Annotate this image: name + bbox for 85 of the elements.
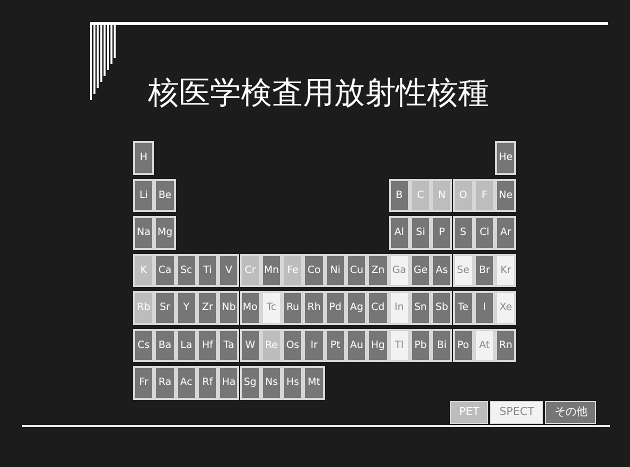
element-cell: Zr — [196, 291, 218, 324]
element-cell: Ne — [495, 178, 516, 212]
element-cell: W — [240, 328, 261, 362]
element-cell: S — [452, 216, 474, 250]
element-cell: Br — [474, 254, 496, 287]
element-cell: Cu — [346, 254, 368, 287]
element-cell: Na — [133, 216, 154, 250]
element-cell: Mo — [240, 291, 261, 324]
element-cell: Se — [452, 254, 474, 287]
element-cell: Sc — [176, 254, 197, 287]
element-cell: Fr — [133, 366, 154, 400]
element-cell: Fe — [282, 254, 304, 287]
element-cell: Hf — [196, 328, 218, 362]
element-cell: H — [133, 141, 154, 174]
element-cell: Bi — [431, 328, 452, 362]
element-cell: Al — [388, 216, 410, 250]
element-cell: Cs — [133, 328, 154, 362]
element-cell: Po — [452, 328, 474, 362]
element-cell: Ac — [176, 366, 197, 400]
element-cell: Co — [303, 254, 325, 287]
legend-swatch: SPECT — [490, 401, 544, 424]
element-cell: Sg — [240, 366, 261, 400]
element-cell: Cr — [240, 254, 261, 287]
element-cell: Cl — [474, 216, 496, 250]
element-cell: Ru — [282, 291, 304, 324]
element-cell: Li — [133, 178, 154, 212]
element-cell: Te — [452, 291, 474, 324]
element-cell: As — [431, 254, 452, 287]
element-cell: Kr — [495, 254, 516, 287]
element-cell: Si — [410, 216, 432, 250]
title: 核医学検査用放射性核種 — [148, 74, 489, 113]
element-cell: C — [410, 178, 432, 212]
element-cell: Hg — [367, 328, 389, 362]
element-cell: Os — [282, 328, 304, 362]
element-cell: Ag — [346, 291, 368, 324]
element-cell: Pb — [410, 328, 432, 362]
element-cell: Rh — [303, 291, 325, 324]
legend-swatch: PET — [450, 401, 488, 424]
element-cell: Mg — [154, 216, 176, 250]
element-cell: Be — [154, 178, 176, 212]
element-cell: Ir — [303, 328, 325, 362]
element-cell: Re — [260, 328, 282, 362]
element-cell: F — [474, 178, 496, 212]
element-cell: Ca — [154, 254, 176, 287]
element-cell: Rf — [196, 366, 218, 400]
element-cell: He — [495, 141, 516, 174]
element-cell: Tc — [260, 291, 282, 324]
element-cell: Rb — [133, 291, 154, 324]
element-cell: Ga — [388, 254, 410, 287]
element-cell: N — [431, 178, 452, 212]
element-cell: Ge — [410, 254, 432, 287]
element-cell: Ni — [324, 254, 346, 287]
element-cell: Ha — [218, 366, 240, 400]
element-cell: Sb — [431, 291, 452, 324]
element-cell: Cd — [367, 291, 389, 324]
element-cell: Hs — [282, 366, 304, 400]
element-cell: Sn — [410, 291, 432, 324]
element-cell: Mt — [303, 366, 325, 400]
element-cell: P — [431, 216, 452, 250]
element-cell: Mn — [260, 254, 282, 287]
element-cell: Y — [176, 291, 197, 324]
element-cell: Sr — [154, 291, 176, 324]
element-cell: Pd — [324, 291, 346, 324]
element-cell: Rn — [495, 328, 516, 362]
element-cell: Nb — [218, 291, 240, 324]
element-cell: K — [133, 254, 154, 287]
legend-swatch: その他 — [545, 401, 596, 424]
element-cell: Ns — [260, 366, 282, 400]
element-cell: Ar — [495, 216, 516, 250]
element-cell: Ti — [196, 254, 218, 287]
element-cell: B — [388, 178, 410, 212]
element-cell: Xe — [495, 291, 516, 324]
element-cell: Zn — [367, 254, 389, 287]
element-cell: In — [388, 291, 410, 324]
element-cell: V — [218, 254, 240, 287]
element-cell: Ta — [218, 328, 240, 362]
element-cell: At — [474, 328, 496, 362]
element-cell: Pt — [324, 328, 346, 362]
element-cell: I — [474, 291, 496, 324]
element-cell: La — [176, 328, 197, 362]
element-cell: Au — [346, 328, 368, 362]
element-cell: O — [452, 178, 474, 212]
element-cell: Tl — [388, 328, 410, 362]
element-cell: Ra — [154, 366, 176, 400]
element-cell: Ba — [154, 328, 176, 362]
